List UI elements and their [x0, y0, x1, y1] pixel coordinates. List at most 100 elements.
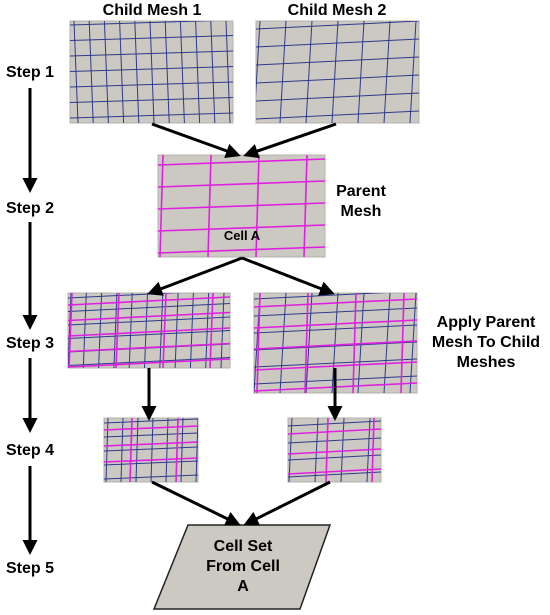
- parent-grid-horizontal-line: [288, 468, 381, 475]
- flow-arrows: [141, 122, 343, 526]
- step-1-label: Step 1: [5, 64, 54, 81]
- parent-mesh-label-line-2: Mesh: [340, 203, 382, 220]
- child-grid-horizontal-line: [256, 74, 419, 84]
- parent-grid-vertical-line: [115, 293, 120, 368]
- child-grid-horizontal-line: [68, 316, 230, 326]
- child-grid-vertical-line: [113, 293, 118, 368]
- child-grid-vertical-line: [279, 21, 287, 123]
- child-grid-vertical-line: [305, 21, 313, 123]
- child-grid-vertical-line: [357, 21, 365, 123]
- parent-grid-vertical-line: [400, 293, 405, 393]
- parent-grid-vertical-line: [352, 293, 357, 393]
- child-grid-vertical-line: [383, 21, 391, 123]
- child-grid-vertical-line: [105, 418, 109, 482]
- apply-label-line-2: Mesh To Child: [431, 334, 541, 351]
- step-3-label: Step 3: [5, 335, 54, 352]
- child-grid-vertical-line: [88, 21, 94, 123]
- parent-grid-vertical-line: [175, 418, 179, 482]
- parent-grid-horizontal-line: [254, 361, 417, 371]
- child-grid-horizontal-line: [254, 358, 417, 368]
- child-grid-horizontal-line: [104, 474, 198, 480]
- child-grid-vertical-line: [195, 21, 201, 123]
- child-grid-vertical-line: [331, 293, 339, 393]
- child-grid-horizontal-line: [68, 330, 230, 339]
- child-grid-vertical-line: [82, 293, 87, 368]
- arrow-child1-to-parent: [151, 122, 241, 158]
- parent-grid-horizontal-line: [68, 311, 230, 322]
- child-grid-horizontal-line: [256, 21, 419, 30]
- parent-grid-horizontal-line: [104, 425, 198, 431]
- child-grid-vertical-line: [179, 21, 185, 123]
- child-grid-vertical-line: [256, 21, 261, 98]
- child-grid-horizontal-line: [70, 81, 233, 88]
- cell-set-label-line-2: From Cell: [206, 558, 280, 575]
- apply-parent-mesh-label: Apply Parent Mesh To Child Meshes: [424, 313, 548, 373]
- parent-grid-horizontal-line: [68, 327, 230, 337]
- step-4-label: Step 4: [5, 442, 54, 459]
- child-mesh-1-header: Child Mesh 1: [102, 2, 202, 19]
- child-grid-vertical-line: [144, 293, 148, 368]
- arrow-parent-to-applied2: [241, 256, 335, 296]
- child-grid-horizontal-line: [104, 460, 198, 466]
- child-grid-vertical-line: [98, 293, 103, 368]
- parent-mesh-label: Parent Mesh: [328, 182, 394, 222]
- child-grid-horizontal-line: [70, 50, 233, 57]
- parent-mesh-panel: [157, 154, 326, 258]
- child-grid-horizontal-line: [104, 418, 198, 424]
- parent-grid-vertical-line: [303, 155, 308, 257]
- cell-set-label-line-3: A: [237, 578, 249, 595]
- arrow-parent-to-applied1: [147, 256, 243, 296]
- parent-grid-horizontal-line: [158, 224, 325, 232]
- cell-a-label: Cell A: [223, 228, 261, 243]
- parent-grid-horizontal-line: [288, 448, 381, 455]
- cell-set-label-line-1: Cell Set: [213, 538, 273, 555]
- parent-grid-horizontal-line: [104, 441, 198, 447]
- parent-grid-horizontal-line: [254, 319, 417, 329]
- child-grid-vertical-line: [210, 21, 216, 123]
- parent-grid-vertical-line: [207, 155, 212, 257]
- child-grid-horizontal-line: [254, 293, 387, 300]
- child-grid-horizontal-line: [68, 303, 230, 312]
- child-grid-horizontal-line: [256, 92, 419, 102]
- arrow-subset1-to-cellset: [151, 480, 241, 526]
- parent-mesh-label-line-1: Parent: [336, 183, 386, 200]
- parent-grid-horizontal-line: [254, 298, 417, 308]
- step-2-label: Step 2: [5, 200, 54, 217]
- child-grid-horizontal-line: [256, 56, 419, 66]
- child-grid-horizontal-line: [256, 110, 419, 120]
- child-grid-vertical-line: [409, 21, 417, 123]
- child-grid-vertical-line: [288, 418, 293, 482]
- parent-grid-vertical-line: [304, 293, 309, 393]
- child-mesh-1-panel: [69, 20, 234, 124]
- parent-grid-horizontal-line: [158, 246, 325, 254]
- child-grid-horizontal-line: [70, 21, 217, 26]
- child-grid-vertical-line: [314, 418, 319, 482]
- child-grid-vertical-line: [279, 293, 287, 393]
- arrow-child2-to-parent: [243, 122, 337, 159]
- child-grid-horizontal-line: [288, 437, 381, 444]
- child-mesh-2-header: Child Mesh 2: [287, 2, 387, 19]
- parent-grid-vertical-line: [209, 293, 214, 368]
- arrow-subset2-to-cellset: [243, 480, 331, 526]
- applied-mesh-1-panel: [67, 292, 231, 369]
- child-grid-vertical-line: [73, 21, 79, 123]
- child-grid-vertical-line: [195, 418, 198, 482]
- parent-grid-horizontal-line: [68, 342, 230, 353]
- child-grid-horizontal-line: [104, 432, 198, 438]
- child-grid-horizontal-line: [256, 38, 419, 48]
- parent-grid-horizontal-line: [254, 340, 417, 350]
- apply-label-line-3: Meshes: [456, 354, 516, 371]
- child-mesh-2-panel: [255, 20, 420, 124]
- child-grid-horizontal-line: [254, 307, 417, 317]
- child-grid-vertical-line: [159, 293, 164, 368]
- child-grid-horizontal-line: [70, 35, 233, 41]
- parent-grid-horizontal-line: [104, 457, 198, 463]
- child-grid-vertical-line: [103, 21, 109, 123]
- child-grid-horizontal-line: [288, 471, 381, 478]
- child-grid-vertical-line: [128, 293, 133, 368]
- child-grid-horizontal-line: [70, 112, 233, 119]
- step-5-label: Step 5: [5, 560, 54, 577]
- child-grid-vertical-line: [119, 21, 125, 123]
- child-grid-horizontal-line: [288, 454, 381, 461]
